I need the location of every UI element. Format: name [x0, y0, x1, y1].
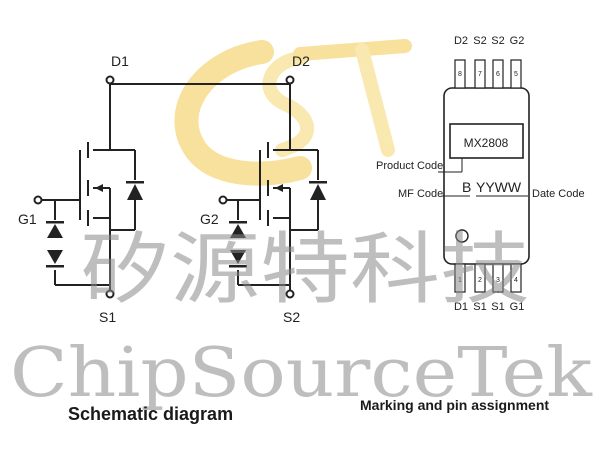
watermark-english: ChipSourceTek [10, 334, 593, 413]
bottom-pins [454, 263, 522, 293]
label-g2: G2 [200, 211, 219, 227]
callout-lines [438, 158, 528, 197]
top-pin-numbers: 8 7 6 5 [458, 71, 518, 78]
pin-number: 6 [496, 71, 500, 78]
pin-label: G2 [510, 35, 525, 47]
schematic-caption: Schematic diagram [68, 404, 233, 424]
date-code-label: Date Code [532, 188, 585, 200]
pin-label: S2 [491, 35, 504, 47]
pin-label: D2 [454, 35, 468, 47]
label-s1: S1 [99, 309, 116, 325]
label-g1: G1 [18, 211, 37, 227]
pin-number: 7 [478, 71, 482, 78]
pin-number: 2 [478, 277, 482, 284]
pin-label: G1 [510, 301, 525, 313]
label-d1: D1 [111, 53, 129, 69]
arrow-q1 [95, 184, 103, 192]
package-outline [443, 87, 530, 265]
pin-label: S2 [473, 35, 486, 47]
product-code-label: Product Code [376, 160, 443, 172]
bottom-pin-labels: D1 S1 S1 G1 [454, 301, 524, 313]
watermark-chinese: 矽源特科技 [80, 225, 530, 315]
label-d2: D2 [292, 53, 310, 69]
diode-q2-body [309, 181, 327, 200]
top-pin-labels: D2 S2 S2 G2 [454, 35, 524, 47]
top-pins [454, 59, 522, 89]
pin-number: 4 [514, 277, 518, 284]
date-code: YYWW [476, 179, 522, 195]
pin-number: 8 [458, 71, 462, 78]
pin-label: D1 [454, 301, 468, 313]
mf-code-label: MF Code [398, 188, 443, 200]
diode-q1-body [126, 181, 144, 200]
diode-q1-zener [46, 221, 64, 268]
label-s2: S2 [283, 309, 300, 325]
marking-caption: Marking and pin assignment [360, 397, 549, 413]
pin-label: S1 [473, 301, 486, 313]
mf-code: B [462, 179, 471, 195]
part-number: MX2808 [464, 136, 509, 150]
mosfet-q2 [218, 75, 319, 299]
pin-number: 5 [514, 71, 518, 78]
pin-label: S1 [491, 301, 504, 313]
mosfet-q1 [33, 75, 290, 299]
pin-number: 3 [496, 277, 500, 284]
bottom-pin-numbers: 1 2 3 4 [458, 277, 518, 284]
diode-q2-zener [229, 221, 247, 268]
arrow-q2 [275, 184, 283, 192]
pin-number: 1 [458, 277, 462, 284]
